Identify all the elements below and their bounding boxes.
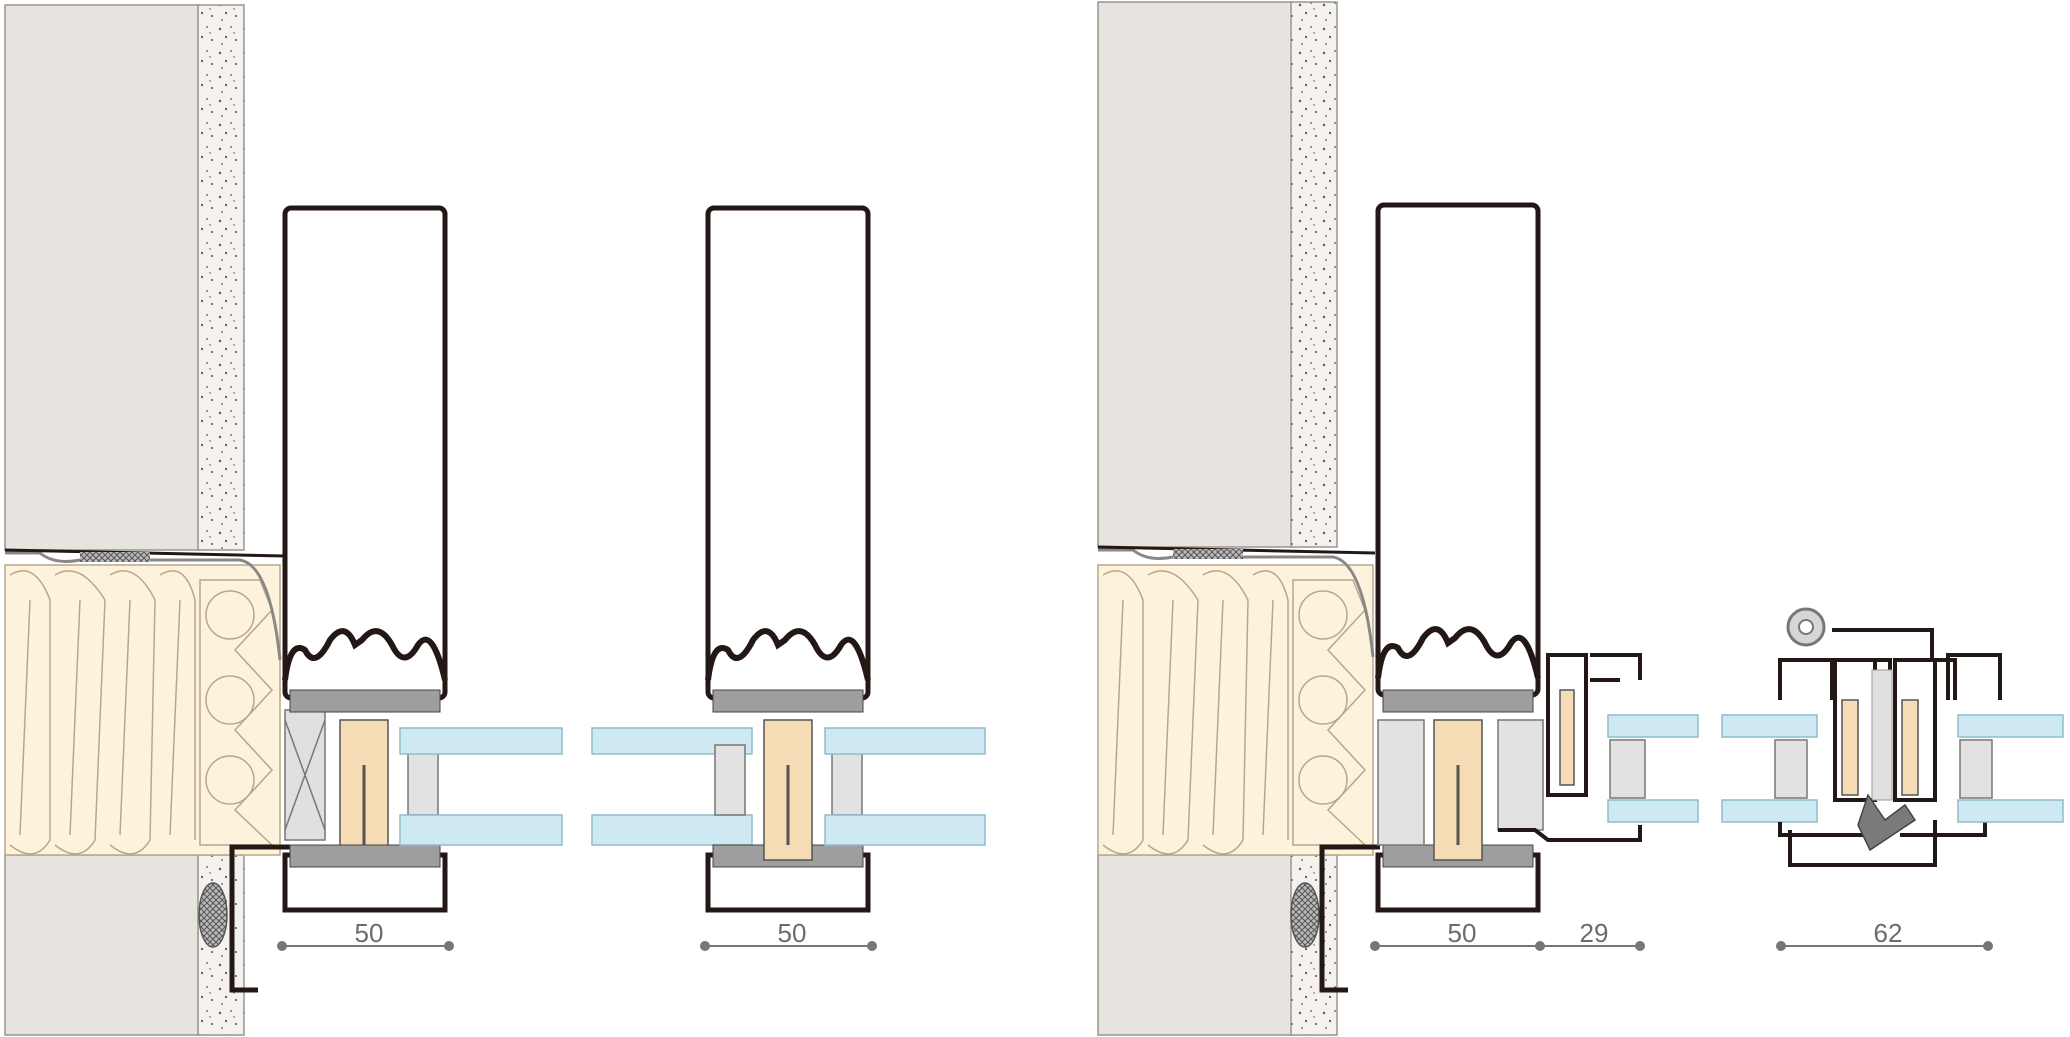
dimension-slider-62: 62 — [1874, 918, 1903, 948]
left-z-bracket — [229, 844, 290, 993]
right-sealant — [1290, 882, 1320, 948]
right-membrane — [1098, 548, 1375, 658]
right-frame-internals — [1377, 689, 1544, 868]
middle-glass-right — [824, 727, 986, 846]
slider-section — [1721, 607, 2064, 867]
left-wall-lower-plaster — [197, 854, 245, 1036]
left-mesh-strip — [80, 552, 150, 562]
dimension-lines — [277, 941, 1993, 951]
left-membrane — [5, 551, 282, 661]
left-wall-assembly — [4, 4, 290, 1036]
right-wall-plaster-strip — [1290, 1, 1338, 548]
left-glass-panes — [399, 727, 563, 846]
right-sash-glass — [1607, 714, 1699, 823]
left-wall-upper — [4, 4, 201, 551]
left-frame-internals — [284, 689, 441, 868]
left-insulation-waves — [9, 570, 196, 855]
dimension-right-50: 50 — [1448, 918, 1477, 948]
left-wall-plaster-strip — [197, 4, 245, 551]
right-mesh-strip — [1173, 549, 1243, 559]
right-insulation-waves — [1102, 570, 1289, 855]
right-wall-lower — [1097, 854, 1294, 1036]
slider-brush-seal — [1857, 793, 1917, 852]
right-sash — [1498, 653, 1642, 842]
right-z-bracket — [1319, 844, 1380, 993]
middle-glass-left — [591, 727, 753, 846]
right-wall-lower-plaster — [1290, 854, 1338, 1036]
right-cushion — [1292, 579, 1367, 846]
dimension-left-50: 50 — [355, 918, 384, 948]
left-sealant — [198, 882, 228, 948]
left-wall-lower — [4, 854, 201, 1036]
right-wall-upper — [1097, 1, 1294, 548]
dimension-middle-50: 50 — [778, 918, 807, 948]
middle-frame-internals — [712, 689, 864, 868]
dimension-right-29: 29 — [1580, 918, 1609, 948]
right-wall-assembly — [1097, 1, 1380, 1036]
